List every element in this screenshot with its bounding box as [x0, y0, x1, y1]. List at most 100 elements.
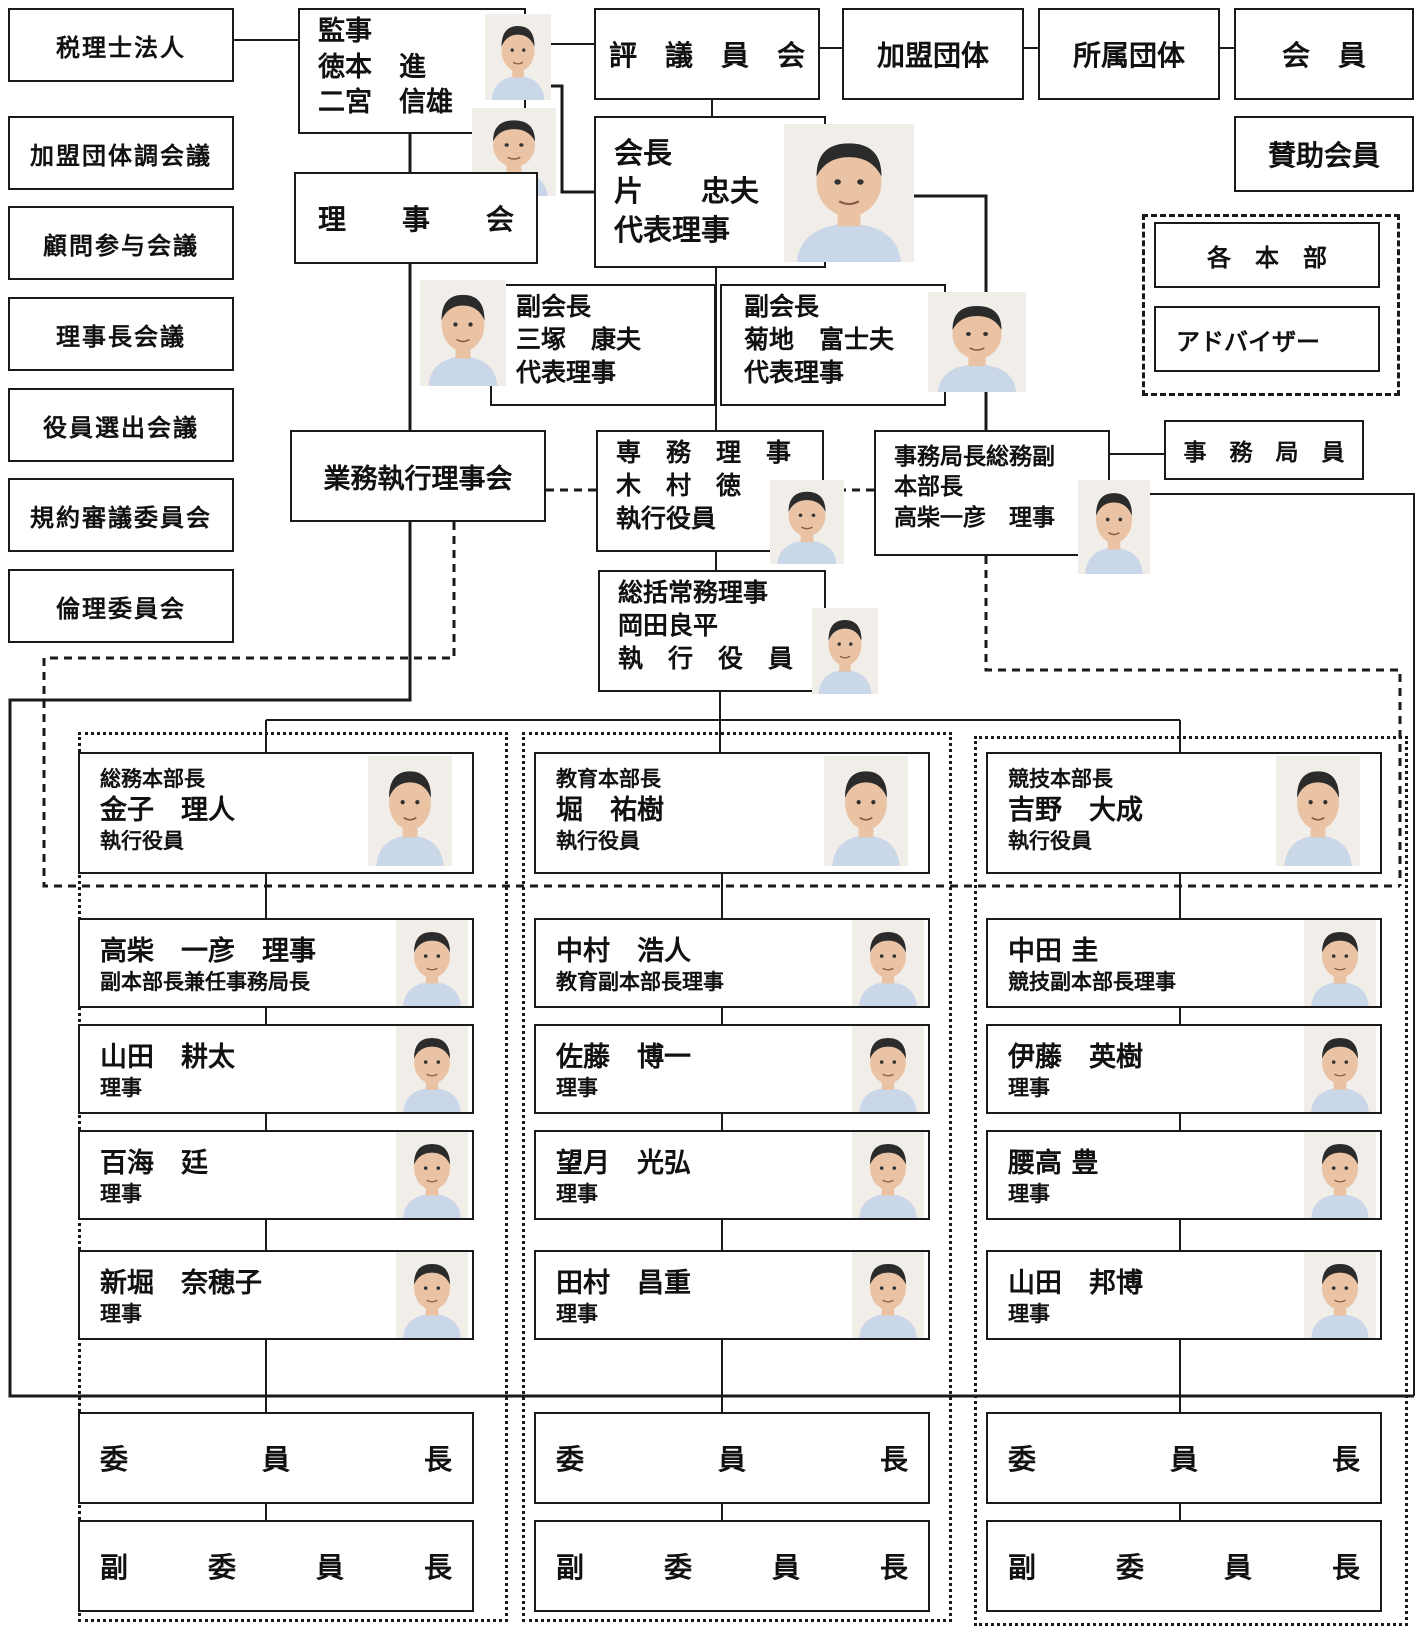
board-box[interactable]: 理 事 会: [294, 172, 538, 264]
portrait-icon: [852, 1252, 924, 1338]
exec-director-name: 木 村 徳: [616, 471, 742, 500]
portrait-icon: [1304, 920, 1376, 1006]
auditor-name-1: 徳本 進: [318, 51, 426, 83]
committee-vice-chair-char: 員: [1223, 1551, 1252, 1584]
dept-member-role: 理事: [100, 1182, 142, 1207]
officer-election-label: 役員選出会議: [43, 413, 199, 442]
dept-member-photo: [1304, 920, 1376, 1006]
committee-vice-chair-char: 員: [315, 1551, 344, 1584]
auditor-title: 監事: [318, 16, 372, 47]
secretariat-head-photo: [1078, 480, 1150, 574]
committee-vice-chair-box[interactable]: 副委員長: [534, 1520, 930, 1612]
officer-election-box[interactable]: 役員選出会議: [8, 388, 234, 462]
managing-director-title: 総括常務理事: [618, 578, 769, 607]
dept-head-title: 競技本部長: [1008, 767, 1113, 791]
dept-member-name: 伊藤 英樹: [1008, 1042, 1143, 1073]
exec-director-photo: [770, 480, 844, 564]
dept-head-photo: [1276, 756, 1360, 866]
committee-chair-box[interactable]: 委員長: [534, 1412, 930, 1504]
bylaw-committee-box[interactable]: 規約審議委員会: [8, 478, 234, 552]
dept-member-role: 理事: [1008, 1302, 1050, 1327]
tax-accountant-corp-label: 税理士法人: [56, 33, 186, 62]
supporters-box[interactable]: 賛助会員: [1234, 116, 1414, 192]
dept-member-name: 佐藤 博一: [556, 1042, 691, 1073]
secretariat-staff-box[interactable]: 事 務 局 員: [1164, 420, 1364, 480]
ethics-committee-box[interactable]: 倫理委員会: [8, 569, 234, 643]
council-box[interactable]: 評 議 員 会: [594, 8, 820, 100]
chairmen-council-box[interactable]: 理事長会議: [8, 297, 234, 371]
vp1-photo: [420, 280, 506, 386]
hq-box[interactable]: 各 本 部: [1154, 222, 1380, 288]
dept-member-name: 腰高 豊: [1008, 1148, 1099, 1179]
vp1-box[interactable]: 副会長 三塚 康夫 代表理事: [490, 284, 716, 406]
auditor-photo-1: [485, 14, 551, 100]
affiliated-org-box[interactable]: 加盟団体: [842, 8, 1024, 100]
dept-member-role: 理事: [556, 1076, 598, 1101]
dept-member-name: 山田 耕太: [100, 1042, 235, 1073]
portrait-icon: [812, 608, 878, 694]
managing-director-box[interactable]: 総括常務理事 岡田良平 執 行 役 員: [598, 570, 826, 692]
committee-vice-chair-char: 委: [663, 1551, 692, 1584]
dept-member-name: 新堀 奈穂子: [100, 1268, 262, 1299]
portrait-icon: [852, 1132, 924, 1218]
dept-head-role: 執行役員: [1008, 829, 1092, 854]
advisor-council-box[interactable]: 顧問参与会議: [8, 206, 234, 280]
portrait-icon: [824, 756, 908, 866]
portrait-icon: [420, 280, 506, 386]
committee-vice-chair-char: 長: [423, 1551, 452, 1584]
committee-vice-chair-char: 副: [100, 1551, 129, 1584]
dept-member-name: 中村 浩人: [556, 936, 691, 967]
portrait-icon: [396, 1026, 468, 1112]
dept-member-photo: [1304, 1026, 1376, 1112]
secretariat-head-name: 高柴一彦 理事: [894, 504, 1055, 531]
vp1-name: 三塚 康夫: [516, 325, 642, 354]
managing-director-role: 執 行 役 員: [618, 644, 794, 673]
committee-vice-chair-box[interactable]: 副委員長: [986, 1520, 1382, 1612]
vp2-photo: [928, 292, 1026, 392]
exec-director-role: 執行役員: [616, 504, 717, 533]
member-org-box[interactable]: 所属団体: [1038, 8, 1220, 100]
portrait-icon: [396, 920, 468, 1006]
portrait-icon: [1304, 1132, 1376, 1218]
vp2-title: 副会長: [744, 292, 820, 321]
portrait-icon: [396, 1252, 468, 1338]
dept-member-role: 理事: [100, 1076, 142, 1101]
secretariat-staff-label: 事 務 局 員: [1183, 440, 1345, 466]
committee-chair-char: 長: [879, 1443, 908, 1476]
council-label: 評 議 員 会: [608, 39, 805, 72]
dept-member-role: 副本部長兼任事務局長: [100, 970, 310, 995]
exec-director-title: 専 務 理 事: [616, 438, 792, 467]
advisor-council-label: 顧問参与会議: [43, 231, 199, 260]
portrait-icon: [1078, 480, 1150, 574]
secretariat-head-box[interactable]: 事務局長総務副 本部長 高柴一彦 理事: [874, 430, 1110, 556]
committee-vice-chair-box[interactable]: 副委員長: [78, 1520, 474, 1612]
committee-chair-char: 員: [261, 1443, 290, 1476]
vp2-box[interactable]: 副会長 菊地 富士夫 代表理事: [720, 284, 946, 406]
vp1-role: 代表理事: [516, 358, 617, 387]
members-label: 会 員: [1281, 39, 1366, 72]
portrait-icon: [928, 292, 1026, 392]
members-box[interactable]: 会 員: [1234, 8, 1414, 100]
portrait-icon: [485, 14, 551, 100]
committee-chair-box[interactable]: 委員長: [986, 1412, 1382, 1504]
dept-member-photo: [852, 1252, 924, 1338]
committee-chair-char: 員: [1169, 1443, 1198, 1476]
advisor-box[interactable]: アドバイザー: [1154, 306, 1380, 372]
dept-member-photo: [1304, 1252, 1376, 1338]
dept-frame-competition: [974, 736, 1408, 1626]
dept-head-photo: [368, 756, 452, 866]
affiliated-council-box[interactable]: 加盟団体調会議: [8, 116, 234, 190]
portrait-icon: [1304, 1026, 1376, 1112]
dept-member-photo: [852, 920, 924, 1006]
portrait-icon: [396, 1132, 468, 1218]
chairmen-council-label: 理事長会議: [56, 322, 186, 351]
committee-chair-box[interactable]: 委員長: [78, 1412, 474, 1504]
ethics-committee-label: 倫理委員会: [56, 594, 186, 623]
dept-member-role: 理事: [100, 1302, 142, 1327]
board-label: 理 事 会: [317, 203, 514, 236]
exec-board-box[interactable]: 業務執行理事会: [290, 430, 546, 522]
connector-line: [42, 522, 1400, 888]
dept-head-role: 執行役員: [556, 829, 640, 854]
tax-accountant-corp-box[interactable]: 税理士法人: [8, 8, 234, 82]
